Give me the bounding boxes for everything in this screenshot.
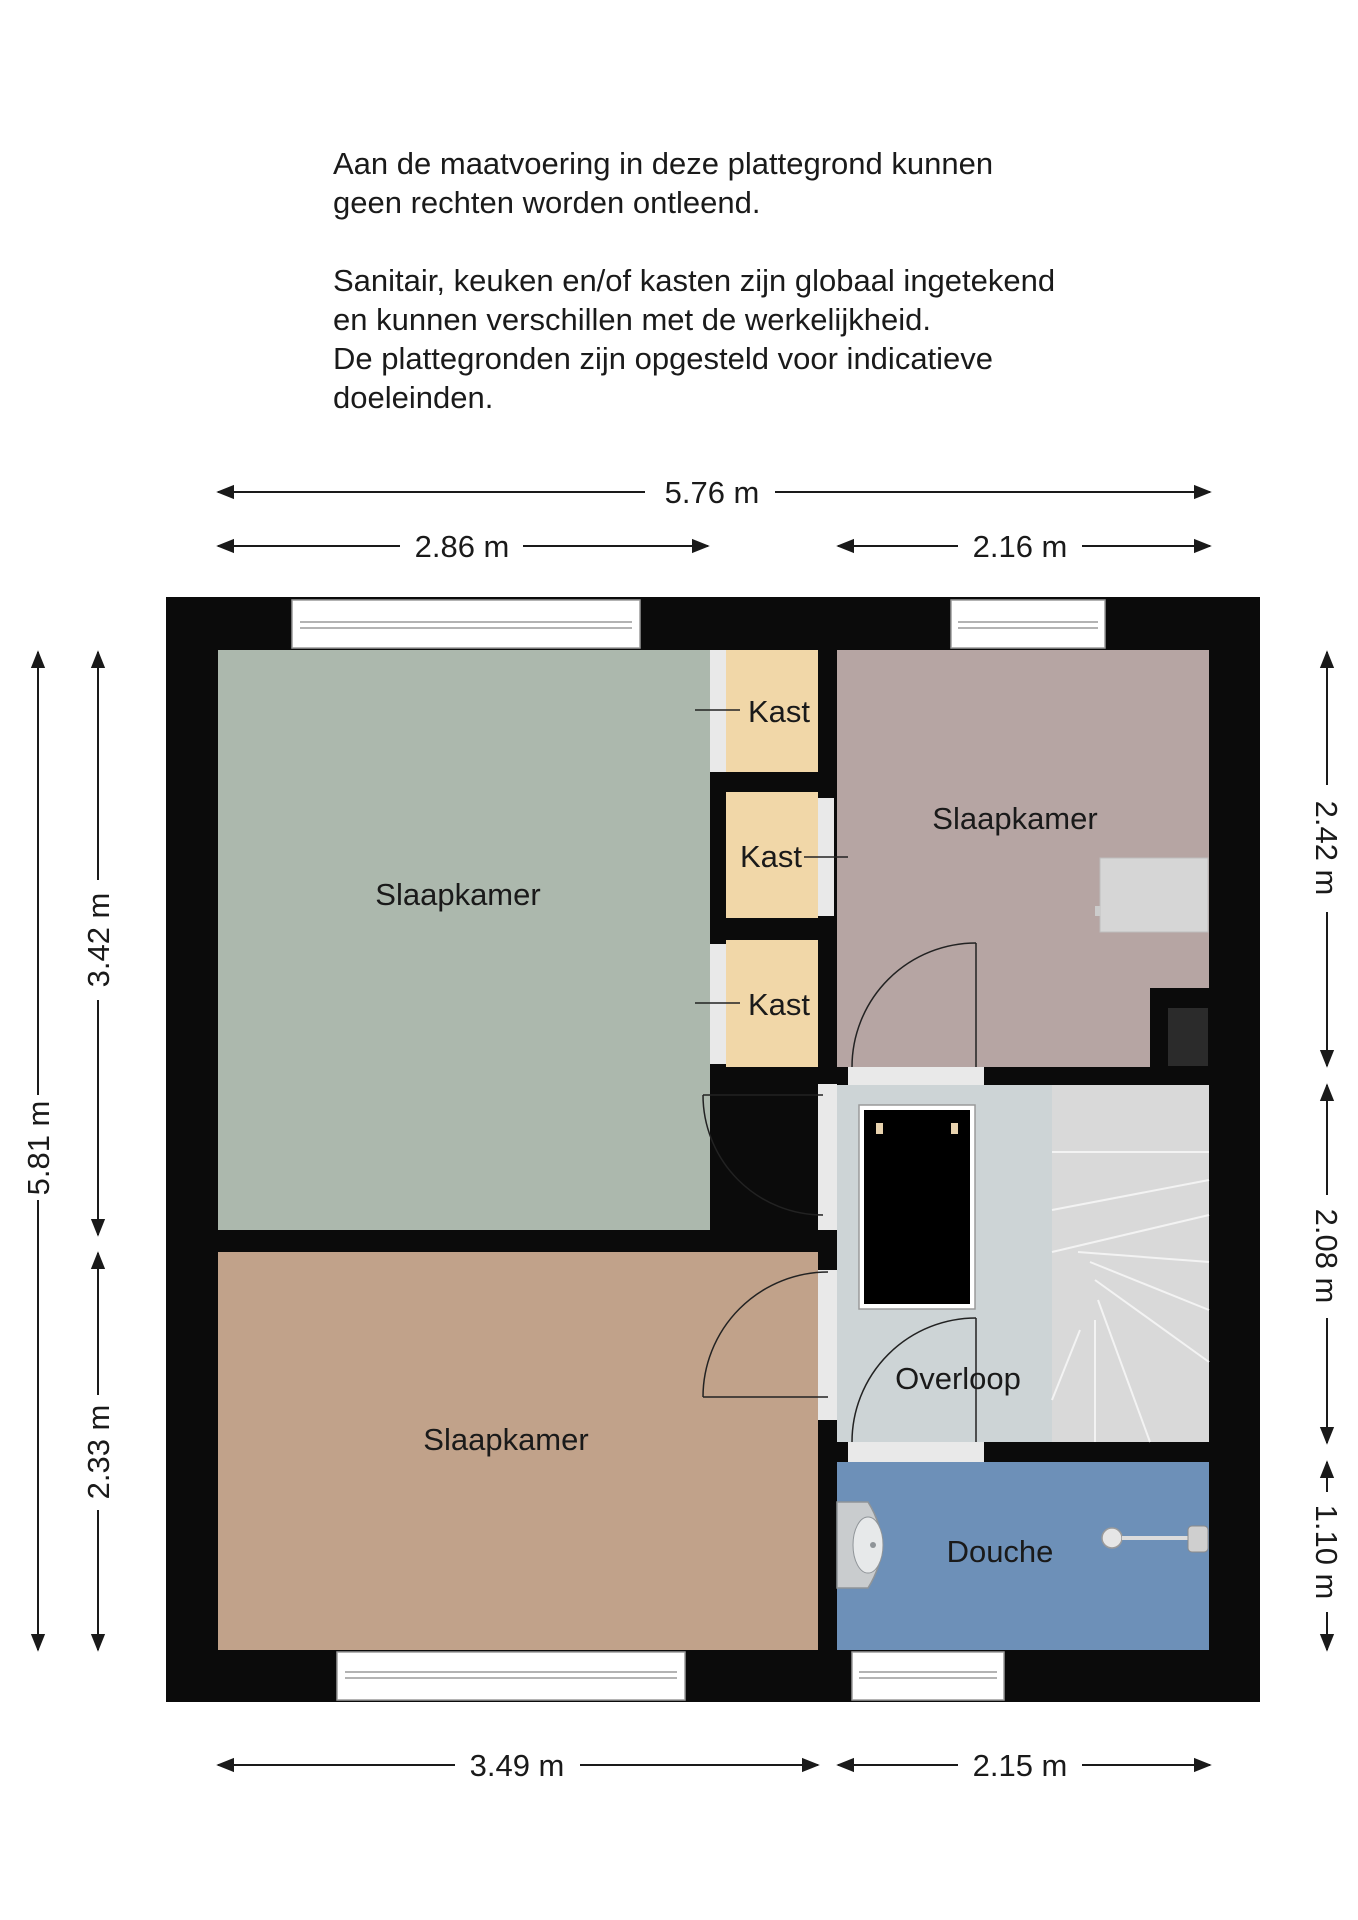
dim-top-left: 2.86 m: [415, 529, 510, 564]
sink-bowl: [852, 1516, 884, 1574]
shower-head: [1101, 1527, 1123, 1549]
sink-drain: [870, 1542, 876, 1548]
label-closet-1: Kast: [748, 694, 810, 729]
disclaimer-text: Aan de maatvoering in deze plattegrond k…: [333, 144, 1233, 417]
dimension-lines: [30, 484, 1335, 1773]
dim-left-lower: 2.33 m: [81, 1405, 116, 1500]
shower-head-icon: [1101, 1525, 1209, 1553]
stairwell-void: [864, 1110, 970, 1304]
dim-bottom-left: 3.49 m: [470, 1748, 565, 1783]
door-opening: [818, 1084, 837, 1230]
door-opening: [848, 1067, 984, 1085]
sink: [836, 1501, 884, 1589]
disclaimer-line: De plattegronden zijn opgesteld voor ind…: [333, 341, 994, 376]
dim-top-right: 2.16 m: [973, 529, 1068, 564]
label-closet-2: Kast: [740, 839, 802, 874]
stair-step: [1051, 1214, 1210, 1253]
label-closet-3: Kast: [748, 987, 810, 1022]
label-landing: Overloop: [895, 1361, 1021, 1396]
disclaimer-line: Aan de maatvoering in deze plattegrond k…: [333, 146, 994, 181]
stair-step: [1051, 1179, 1210, 1211]
window: [336, 1651, 686, 1701]
closet-3: [726, 940, 818, 1067]
wardrobe-handle: [1095, 906, 1101, 916]
stair-step: [1094, 1279, 1210, 1363]
room-bedroom-large: [218, 650, 710, 1230]
dim-right-upper: 2.42 m: [1309, 801, 1344, 896]
doors: [695, 650, 984, 1462]
closet-1: [726, 650, 818, 772]
light-fixture: [951, 1123, 958, 1134]
disclaimer-line: doeleinden.: [333, 380, 494, 415]
closet-2: [726, 792, 818, 918]
wardrobe: [1099, 857, 1209, 933]
dim-top-total: 5.76 m: [665, 475, 760, 510]
disclaimer-line: en kunnen verschillen met de werkelijkhe…: [333, 302, 931, 337]
label-shower: Douche: [947, 1534, 1054, 1569]
window: [950, 599, 1106, 649]
dim-bottom-right: 2.15 m: [973, 1748, 1068, 1783]
closet-door: [710, 944, 726, 1064]
disclaimer-line: Sanitair, keuken en/of kasten zijn globa…: [333, 263, 1056, 298]
window: [291, 599, 641, 649]
stair-step: [1077, 1251, 1210, 1263]
closet-door: [710, 650, 726, 772]
label-bedroom-small: Slaapkamer: [932, 801, 1097, 836]
dimension-labels: 5.76 m 2.86 m 2.16 m 3.49 m 2.15 m 5.81 …: [21, 475, 1344, 1783]
dim-left-upper: 3.42 m: [81, 893, 116, 988]
door-swing: [851, 942, 977, 1068]
label-bedroom-large: Slaapkamer: [375, 877, 540, 912]
room-bedroom-bottom: [218, 1252, 818, 1650]
dim-right-lower: 1.10 m: [1309, 1505, 1344, 1600]
windows: [291, 599, 1106, 1701]
stair-step: [1051, 1329, 1081, 1401]
door-opening: [818, 1270, 837, 1420]
door-swing: [851, 1317, 977, 1443]
window: [851, 1651, 1005, 1701]
door-opening: [848, 1442, 984, 1462]
disclaimer-line: geen rechten worden ontleend.: [333, 185, 761, 220]
label-bedroom-bottom: Slaapkamer: [423, 1422, 588, 1457]
door-swing: [702, 1271, 829, 1398]
room-labels: Slaapkamer Slaapkamer Slaapkamer Kast Ka…: [375, 694, 1097, 1569]
staircase: [1051, 1085, 1210, 1443]
shower-tap: [1187, 1525, 1209, 1553]
stair-step: [1097, 1299, 1151, 1443]
stairs-area: [1052, 1085, 1209, 1442]
stair-step: [1089, 1261, 1210, 1311]
dim-right-middle: 2.08 m: [1309, 1209, 1344, 1304]
room-shower: [837, 1462, 1209, 1650]
door-swing: [702, 1094, 824, 1216]
light-fixture: [876, 1123, 883, 1134]
dim-left-total: 5.81 m: [21, 1101, 56, 1196]
chimney-inner: [1168, 1008, 1208, 1066]
